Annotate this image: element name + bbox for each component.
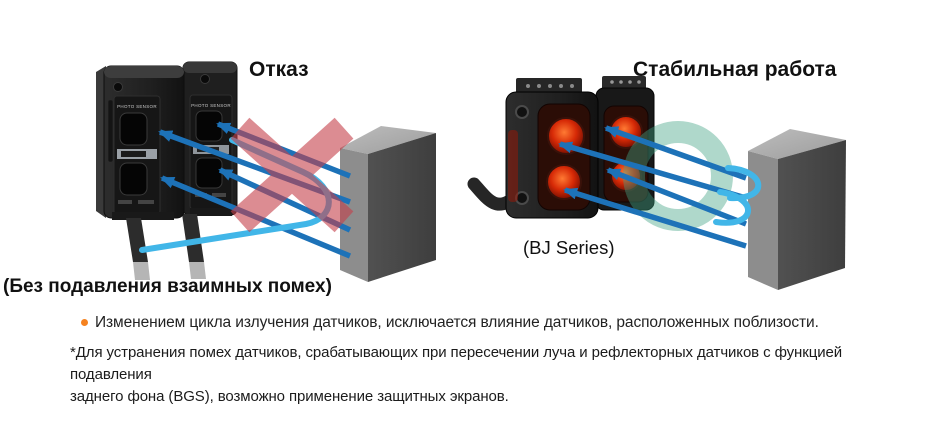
bullet-icon — [81, 319, 88, 326]
beam-return-loop — [713, 189, 751, 226]
failure-scene: PHOTO SENSOR — [96, 61, 436, 282]
feature-bullet-row: Изменением цикла излучения датчиков, иск… — [81, 313, 819, 333]
stable-ring-icon — [623, 121, 733, 231]
footnote-line-1: *Для устранения помех датчиков, срабатыв… — [70, 344, 842, 383]
stable-title: Стабильная работа — [633, 58, 837, 81]
sensor-brand-label: PHOTO SENSOR — [117, 104, 157, 109]
failure-cross-icon — [230, 117, 354, 233]
target-box-right — [748, 129, 846, 290]
footnote-line-2: заднего фона (BGS), возможно применение … — [70, 388, 509, 405]
target-box-left — [340, 126, 436, 282]
feature-bullet-text: Изменением цикла излучения датчиков, иск… — [95, 314, 819, 331]
footnote: *Для устранения помех датчиков, срабатыв… — [70, 342, 915, 408]
sensor-brand-label: PHOTO SENSOR — [191, 103, 231, 108]
beams-right — [558, 125, 762, 249]
stable-scene — [467, 76, 846, 290]
sensor-cable-rear — [182, 214, 206, 279]
bj-series-caption: (BJ Series) — [523, 237, 615, 258]
failure-title: Отказ — [249, 58, 309, 81]
photo-sensor-rear: PHOTO SENSOR — [182, 61, 238, 279]
failure-caption: (Без подавления взаимных помех) — [3, 276, 332, 297]
